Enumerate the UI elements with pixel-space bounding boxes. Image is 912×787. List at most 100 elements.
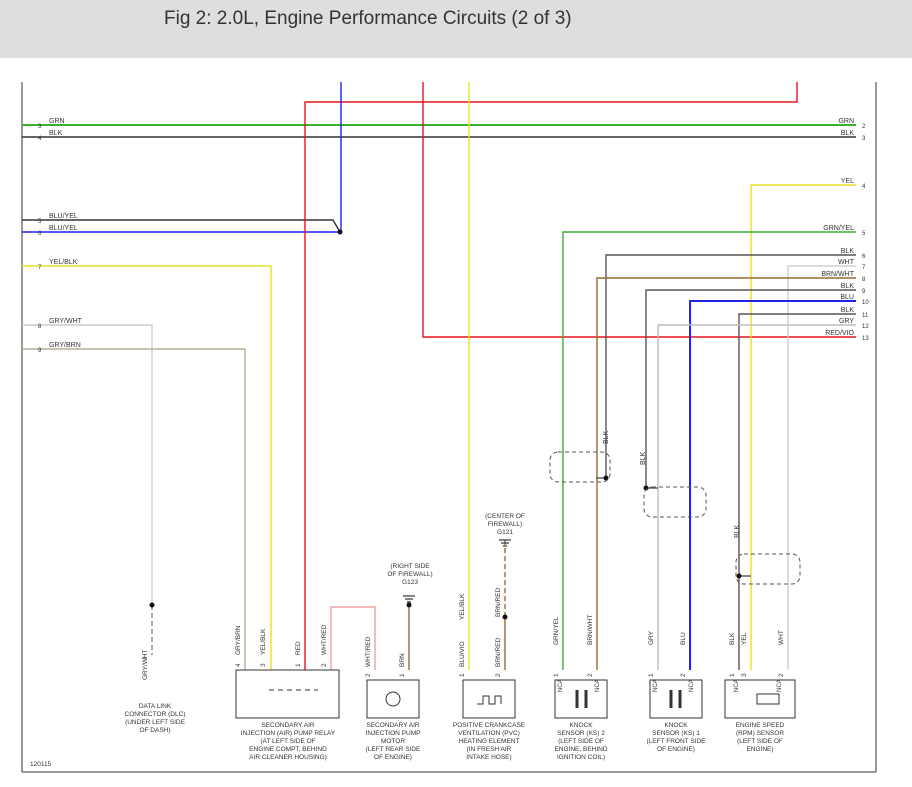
- left-pin-label: GRY/WHT: [49, 318, 83, 325]
- pin-number: 2: [587, 673, 594, 677]
- wire-blu-10: [689, 300, 856, 670]
- wire-label: GRY/BRN: [235, 625, 242, 655]
- right-pin-number: 10: [862, 300, 869, 306]
- title-bar: Fig 2: 2.0L, Engine Performance Circuits…: [0, 0, 912, 58]
- left-pin-label: BLU/YEL: [49, 213, 78, 220]
- rpm-box: [724, 679, 796, 719]
- wire-blu-yel-5: [22, 219, 341, 233]
- ground-location: (RIGHT SIDE: [390, 563, 430, 570]
- right-pin-label: BLK: [841, 307, 855, 314]
- splice-dots: [149, 229, 742, 620]
- relay-box: [235, 669, 340, 719]
- wire-label: BLK: [729, 632, 736, 645]
- wire-label: BRN/RED: [495, 587, 502, 617]
- component-caption: DATA LINK: [139, 703, 172, 710]
- component-caption: OF DASH): [139, 727, 170, 734]
- component-caption: ENGINE SPEED: [736, 722, 785, 729]
- right-pin-number: 6: [862, 254, 866, 260]
- component-caption: (UNDER LEFT SIDE: [125, 719, 185, 726]
- left-pin-label: GRN: [49, 118, 65, 125]
- wire-blk-9: [645, 289, 856, 488]
- right-pin-number: 7: [862, 265, 866, 271]
- wire-label: GRY/WHT: [142, 649, 149, 680]
- ks1-box: [649, 679, 703, 719]
- component-caption: POSITIVE CRANKCASE: [453, 722, 526, 729]
- wire-label: YEL: [741, 632, 748, 645]
- wire-label: BRN/WHT: [587, 615, 594, 645]
- pin-number: 4: [235, 663, 242, 667]
- component-caption: (AT LEFT SIDE OF: [260, 738, 315, 745]
- wire-label: BLU/VIO: [459, 641, 466, 667]
- component-caption: SECONDARY AIR: [366, 722, 420, 729]
- component-caption: SECONDARY AIR: [261, 722, 315, 729]
- mid-wire-label: BLK: [640, 451, 647, 465]
- wire-label: BLU: [680, 632, 687, 645]
- left-pin-label: GRY/BRN: [49, 342, 81, 349]
- right-pin-label: YEL: [841, 178, 854, 185]
- wire-label: YEL/BLK: [459, 593, 466, 620]
- ground-id: G121: [497, 529, 513, 536]
- pin-number: 1: [648, 673, 655, 677]
- wire-brn-wht-8: [596, 277, 856, 670]
- ks2-box: [554, 679, 608, 719]
- right-pin-number: 8: [862, 277, 866, 283]
- wire-label: WHT/RED: [365, 636, 372, 667]
- right-pin-label: GRY: [839, 318, 854, 325]
- text-layer: 3GRN4BLK5BLU/YEL6BLU/YEL7YEL/BLK8GRY/WHT…: [30, 118, 869, 768]
- wire-label: WHT/RED: [321, 624, 328, 655]
- component-caption: ENGINE): [746, 746, 773, 753]
- right-pin-number: 2: [862, 124, 866, 130]
- right-pin-number: 5: [862, 231, 866, 237]
- right-pin-number: 9: [862, 289, 866, 295]
- wire-yel-4: [750, 184, 856, 670]
- ground-location: OF FIREWALL): [387, 571, 432, 578]
- component-caption: (LEFT SIDE OF: [737, 738, 783, 745]
- mid-wire-label: BLK: [734, 524, 741, 538]
- right-pin-label: BLK: [841, 130, 855, 137]
- pin-number: 2: [321, 663, 328, 667]
- nca-label: NCA: [558, 679, 564, 692]
- wire-wht-7: [787, 265, 856, 670]
- left-pin-number: 8: [38, 324, 42, 330]
- wire-label: YEL/BLK: [260, 628, 267, 655]
- right-pin-label: GRN: [838, 118, 854, 125]
- left-pin-number: 6: [38, 231, 42, 237]
- right-pin-number: 12: [862, 324, 869, 330]
- nca-label: NCA: [689, 679, 695, 692]
- ground-symbols: [403, 539, 511, 603]
- pin-number: 1: [729, 673, 736, 677]
- mid-wire-label: BLK: [603, 430, 610, 444]
- wire-label: BRN: [399, 653, 406, 667]
- wire-wht-red: [330, 606, 376, 670]
- left-pin-number: 9: [38, 348, 42, 354]
- component-caption: KNOCK: [664, 722, 688, 729]
- wire-red: [304, 82, 798, 670]
- motor-box: [366, 679, 420, 719]
- right-pin-number: 4: [862, 184, 866, 190]
- component-caption: VENTILATION (PVC): [458, 730, 520, 737]
- wire-label: GRY: [648, 630, 655, 645]
- component-caption: HEATING ELEMENT: [459, 738, 520, 745]
- right-pin-number: 13: [862, 336, 869, 342]
- pin-number: 1: [459, 673, 466, 677]
- component-caption: SENSOR (KS) 2: [557, 730, 605, 737]
- component-caption: INJECTION PUMP: [366, 730, 421, 737]
- wire-label: GRN/YEL: [553, 616, 560, 645]
- pin-number: 2: [680, 673, 687, 677]
- component-caption: OF ENGINE): [657, 746, 695, 753]
- nca-label: NCA: [734, 679, 740, 692]
- component-caption: KNOCK: [569, 722, 593, 729]
- right-pin-label: BLK: [841, 248, 855, 255]
- pin-number: 7: [142, 656, 149, 660]
- component-caption: ENGINE, BEHIND: [554, 746, 607, 753]
- right-pin-label: RED/VIO: [825, 330, 854, 337]
- pin-number: 3: [260, 663, 267, 667]
- nca-label: NCA: [777, 679, 783, 692]
- right-pin-label: WHT: [838, 259, 855, 266]
- component-caption: (LEFT FRONT SIDE: [647, 738, 707, 745]
- component-caption: (LEFT REAR SIDE: [366, 746, 421, 753]
- component-caption: IGNITION COIL): [557, 754, 605, 761]
- wire-label: WHT: [778, 630, 785, 645]
- right-pin-label: BLU: [840, 294, 854, 301]
- left-pin-label: BLU/YEL: [49, 225, 78, 232]
